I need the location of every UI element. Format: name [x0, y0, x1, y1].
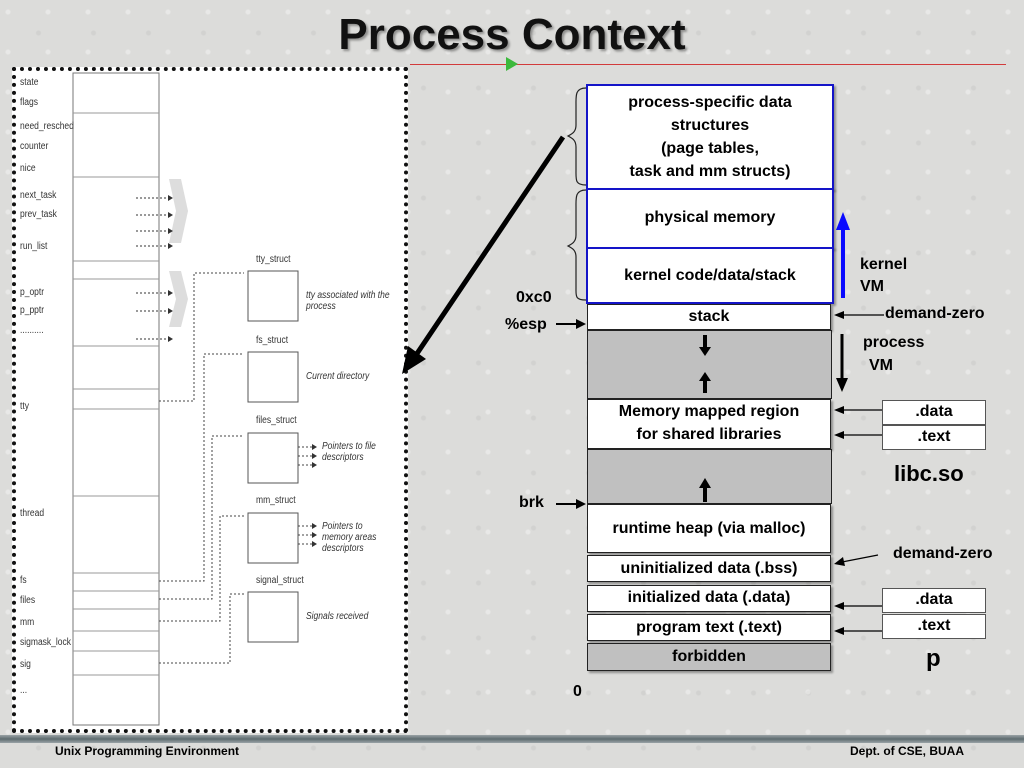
mmap-line2: for shared libraries	[636, 426, 782, 443]
stack-label: stack	[688, 308, 730, 325]
p-label: p	[926, 645, 941, 672]
mmap-box: Memory mapped region for shared librarie…	[587, 399, 831, 449]
field-p-optr: p_optr	[20, 287, 45, 298]
stack-gap-region	[587, 330, 832, 399]
physical-memory-label: physical memory	[644, 209, 776, 226]
mmap-line1: Memory mapped region	[618, 403, 800, 420]
brk-label: brk	[519, 494, 544, 511]
text-box: program text (.text)	[587, 614, 831, 641]
process-specific-line2: structures	[670, 117, 750, 134]
data-label: initialized data (.data)	[627, 589, 791, 606]
heap-box: runtime heap (via malloc)	[587, 504, 831, 553]
tty-struct-desc: tty associated with the process	[306, 290, 390, 312]
libc-label: libc.so	[894, 461, 964, 486]
title-arrow-icon	[506, 57, 518, 71]
process-specific-line1: process-specific data	[628, 94, 792, 111]
task-struct-figure: state flags need_resched counter nice ne…	[12, 67, 408, 733]
field-p-pptr: p_pptr	[20, 305, 45, 316]
process-vm-line2: VM	[869, 357, 893, 374]
data-box: initialized data (.data)	[587, 585, 831, 612]
field-state: state	[20, 77, 39, 88]
mm-struct-label: mm_struct	[256, 495, 296, 506]
field-next-task: next_task	[20, 190, 57, 201]
stack-box: stack	[587, 304, 831, 330]
field-ellipsis: ..........	[20, 325, 44, 336]
addr-0xc0-label: 0xc0	[516, 289, 552, 306]
fs-struct-desc: Current directory	[306, 371, 370, 382]
files-struct-label: files_struct	[256, 415, 297, 426]
kernel-code-label: kernel code/data/stack	[624, 267, 796, 284]
process-specific-line4: task and mm structs)	[629, 163, 791, 180]
slide-title: Process Context	[338, 10, 686, 59]
field-prev-task: prev_task	[20, 209, 57, 220]
field-ellipsis-end: ...	[20, 685, 28, 696]
field-need-resched: need_resched	[20, 121, 74, 132]
field-nice: nice	[20, 163, 36, 174]
signal-struct-label: signal_struct	[256, 575, 304, 586]
fs-struct-label: fs_struct	[256, 335, 289, 346]
footer-right: Dept. of CSE, BUAA	[850, 744, 964, 758]
forbidden-label: forbidden	[672, 648, 746, 665]
demand-zero-top: demand-zero	[885, 305, 985, 322]
addr-zero-label: 0	[573, 683, 582, 700]
p-data-box: .data	[882, 588, 986, 613]
files-struct-desc: Pointers to file descriptors	[322, 441, 376, 463]
bss-box: uninitialized data (.bss)	[587, 555, 831, 582]
signal-struct-desc: Signals received	[306, 611, 369, 622]
p-text-box: .text	[882, 614, 986, 639]
process-vm-line1: process	[863, 334, 925, 351]
field-flags: flags	[20, 97, 38, 108]
kernel-vm-line2: VM	[860, 278, 884, 295]
libc-text-box: .text	[882, 425, 986, 450]
heap-label: runtime heap (via malloc)	[612, 520, 806, 537]
field-run-list: run_list	[20, 241, 48, 252]
field-sig: sig	[20, 659, 31, 670]
forbidden-box: forbidden	[587, 643, 831, 671]
stack-gap-arrows	[699, 335, 711, 393]
process-specific-line3: (page tables,	[661, 140, 759, 157]
process-specific-box: process-specific data structures (page t…	[586, 84, 834, 190]
tty-struct-label: tty_struct	[256, 254, 291, 265]
esp-label: %esp	[505, 316, 547, 333]
text-label: program text (.text)	[636, 619, 782, 636]
field-counter: counter	[20, 141, 49, 152]
mmap-gap-region	[587, 449, 832, 504]
field-tty: tty	[20, 401, 29, 412]
physical-memory-box: physical memory	[586, 188, 834, 249]
field-fs: fs	[20, 575, 27, 586]
field-mm: mm	[20, 617, 35, 628]
demand-zero-bottom: demand-zero	[893, 545, 993, 562]
field-sigmask-lock: sigmask_lock	[20, 637, 72, 648]
field-files: files	[20, 595, 36, 606]
field-thread: thread	[20, 508, 45, 519]
kernel-vm-line1: kernel	[860, 256, 908, 273]
kernel-code-box: kernel code/data/stack	[586, 247, 834, 304]
title-rule	[410, 64, 1006, 65]
mm-struct-desc: Pointers to memory areas descriptors	[322, 521, 377, 554]
footer-band	[0, 735, 1024, 743]
libc-data-box: .data	[882, 400, 986, 425]
bss-label: uninitialized data (.bss)	[620, 560, 798, 577]
heap-growth-arrow	[699, 478, 711, 502]
footer-left: Unix Programming Environment	[55, 744, 240, 758]
task-struct-diagram	[72, 72, 317, 726]
